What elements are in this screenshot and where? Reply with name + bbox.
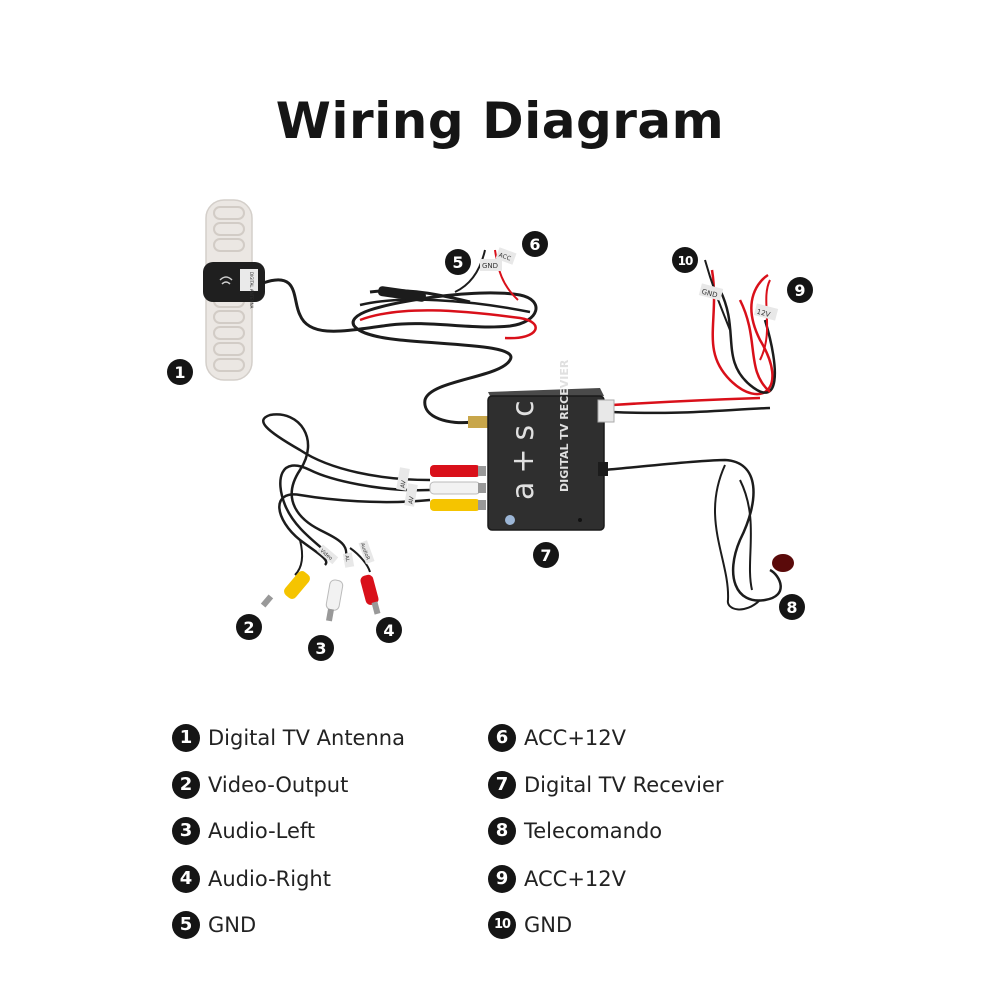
callout-10: 10 <box>672 247 698 273</box>
wire-tag-gnd-left: GND <box>482 262 498 270</box>
callout-9: 9 <box>787 277 813 303</box>
legend-label: Digital TV Recevier <box>524 773 724 797</box>
svg-text:4: 4 <box>383 621 394 640</box>
legend-label: GND <box>524 913 573 937</box>
svg-text:1: 1 <box>174 363 185 382</box>
legend-label: GND <box>208 913 257 937</box>
legend-label: Video-Output <box>208 773 349 797</box>
antenna-tag: DIGITAL ANTENNA <box>249 272 254 309</box>
antenna: DIGITAL ANTENNA <box>203 199 265 381</box>
legend-number: 9 <box>488 865 516 893</box>
callout-4: 4 <box>376 617 402 643</box>
legend-item-1: 1 Digital TV Antenna <box>172 723 405 753</box>
wire-tag-av-1: AV <box>399 479 407 489</box>
svg-text:3: 3 <box>315 639 326 658</box>
svg-text:6: 6 <box>529 235 540 254</box>
callout-8: 8 <box>779 594 805 620</box>
legend-number: 6 <box>488 724 516 752</box>
svg-text:7: 7 <box>540 546 551 565</box>
callout-6: 6 <box>522 231 548 257</box>
legend-label: Audio-Right <box>208 867 331 891</box>
legend-number: 2 <box>172 771 200 799</box>
legend-number: 5 <box>172 911 200 939</box>
wire-tag-gnd-right: GND <box>701 288 719 300</box>
legend-item-3: 3 Audio-Left <box>172 816 315 846</box>
rca-cables: AV AV Video AL AudioR <box>260 413 486 622</box>
device-logo: a+sc <box>506 392 541 500</box>
legend-item-9: 9 ACC+12V <box>488 864 626 894</box>
wire-tag-audio-r: AudioR <box>359 542 371 561</box>
device-label: DIGITAL TV RECEVIER <box>558 359 571 492</box>
callout-1: 1 <box>167 359 193 385</box>
legend-item-4: 4 Audio-Right <box>172 864 331 894</box>
legend-label: Audio-Left <box>208 819 316 843</box>
callout-7: 7 <box>533 542 559 568</box>
legend-label: Digital TV Antenna <box>208 726 405 750</box>
svg-text:9: 9 <box>794 281 805 300</box>
svg-text:8: 8 <box>786 598 797 617</box>
legend-label: Telecomando <box>524 819 663 843</box>
wire-tag-av-2: AV <box>407 495 415 505</box>
legend-item-5: 5 GND <box>172 910 256 940</box>
callout-3: 3 <box>308 635 334 661</box>
svg-text:5: 5 <box>452 253 463 272</box>
svg-text:2: 2 <box>243 618 254 637</box>
legend-item-2: 2 Video-Output <box>172 770 348 800</box>
legend-number: 4 <box>172 865 200 893</box>
callout-5: 5 <box>445 249 471 275</box>
legend-number: 8 <box>488 817 516 845</box>
svg-text:10: 10 <box>678 254 693 268</box>
wire-tag-acc-left: ACC <box>498 252 512 263</box>
legend-item-7: 7 Digital TV Recevier <box>488 770 724 800</box>
legend-number: 10 <box>488 911 516 939</box>
legend-number: 3 <box>172 817 200 845</box>
diagram-callouts: 1 2 3 4 5 6 7 8 9 10 <box>167 231 813 661</box>
legend-number: 7 <box>488 771 516 799</box>
power-cable: GND 12V <box>611 259 779 415</box>
receiver-box: a+sc DIGITAL TV RECEVIER <box>487 359 615 531</box>
ir-sensor-cable <box>603 458 794 611</box>
wire-tag-12v-right: 12V <box>756 308 772 319</box>
page-title: Wiring Diagram <box>275 92 725 150</box>
legend-item-6: 6 ACC+12V <box>488 723 626 753</box>
wire-tag-audio-l: AL <box>343 555 350 562</box>
legend-label: ACC+12V <box>524 867 627 891</box>
legend-label: ACC+12V <box>524 726 627 750</box>
legend-item-10: 10 GND <box>488 910 572 940</box>
callout-2: 2 <box>236 614 262 640</box>
legend-item-8: 8 Telecomando <box>488 816 662 846</box>
legend-number: 1 <box>172 724 200 752</box>
